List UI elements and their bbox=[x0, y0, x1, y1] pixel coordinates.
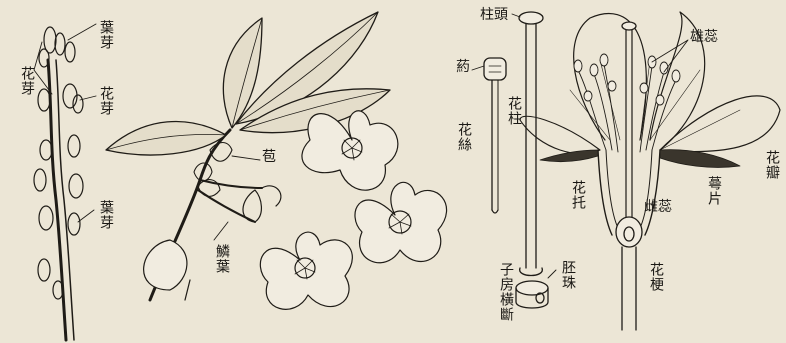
label-ovary-cross-section: 子房橫斷 bbox=[498, 262, 513, 322]
label-filament: 花絲 bbox=[456, 122, 471, 152]
anther-shape bbox=[484, 58, 506, 80]
ovary-cross-section bbox=[516, 281, 548, 308]
petal-shape bbox=[574, 13, 647, 140]
bud bbox=[39, 27, 75, 67]
flower-bud bbox=[144, 186, 281, 290]
label-leaf-bud-top: 葉芽 bbox=[98, 20, 113, 50]
twig-with-buds bbox=[34, 24, 96, 340]
sepal-shape bbox=[540, 150, 598, 162]
label-flower-bud-mid: 花芽 bbox=[98, 86, 113, 116]
label-sepal: 蕚片 bbox=[706, 176, 721, 206]
label-ovule: 胚珠 bbox=[560, 260, 575, 290]
label-stigma: 柱頭 bbox=[480, 8, 508, 23]
label-receptacle: 花托 bbox=[570, 180, 585, 210]
stigma-shape bbox=[519, 12, 543, 24]
stamen-group bbox=[574, 54, 680, 152]
label-style: 花柱 bbox=[506, 96, 521, 126]
flower bbox=[355, 182, 447, 262]
leaf bbox=[106, 121, 226, 155]
label-leaf-bud-bottom: 葉芽 bbox=[98, 200, 113, 230]
twig-stem-edge bbox=[56, 60, 74, 340]
petal-shape bbox=[660, 96, 780, 152]
style-shaft bbox=[526, 24, 536, 268]
flower bbox=[260, 232, 352, 309]
label-flower-bud: 花芽 bbox=[19, 66, 34, 96]
bud bbox=[34, 135, 83, 198]
pistil-ovary bbox=[616, 217, 642, 247]
flowering-branch bbox=[106, 12, 447, 309]
label-anther: 葯 bbox=[456, 60, 470, 75]
pistil-style bbox=[626, 28, 632, 218]
flower bbox=[302, 111, 398, 190]
label-petal: 花瓣 bbox=[764, 150, 779, 180]
pedicel-stalk bbox=[622, 247, 636, 330]
label-pistil: 雌蕊 bbox=[644, 200, 672, 215]
sepal-shape bbox=[660, 150, 740, 168]
label-scale-leaf: 鱗葉 bbox=[214, 244, 229, 274]
bud bbox=[38, 84, 83, 113]
label-bract: 苞 bbox=[262, 150, 276, 165]
label-pedicel: 花梗 bbox=[648, 262, 663, 292]
petal-shape bbox=[520, 116, 600, 154]
label-stamens: 雄蕊 bbox=[690, 30, 718, 45]
